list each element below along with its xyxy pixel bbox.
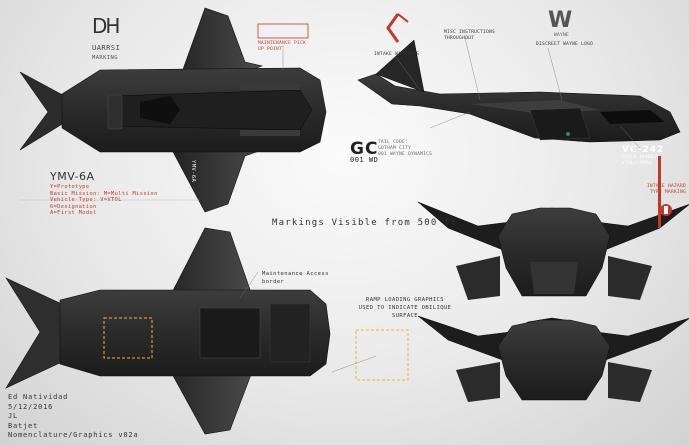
tail-code-line: TAIL CODE: bbox=[378, 140, 409, 145]
side-view-aircraft bbox=[357, 39, 681, 143]
credits-block: Ed Natividad 5/12/2016 JL Batjet Nomencl… bbox=[8, 393, 138, 441]
tail-code-block: TAIL CODE: GOTHAM CITY 001 WAYNE DYNAMIC… bbox=[378, 140, 432, 158]
ramp-loading-line: USED TO INDICATE OBILIQUE bbox=[358, 305, 452, 311]
logo-caption: MARKING bbox=[92, 55, 118, 61]
maintenance-pickup-label: MAINTENANCE PICK UP POINT bbox=[258, 41, 307, 52]
spec-line: Basic Mission: M=Multi Mission bbox=[50, 190, 158, 197]
wayne-logo-label: WAYNE bbox=[554, 33, 570, 38]
gc-badge-code: GC bbox=[350, 139, 379, 159]
access-border-box bbox=[103, 317, 153, 359]
front-view-aircraft-lower bbox=[417, 315, 689, 402]
front-view-aircraft-upper bbox=[417, 201, 689, 300]
intake-hazard-label: INTAKE HAZARD TYPE MARKING bbox=[646, 184, 686, 195]
credit-author: Ed Natividad bbox=[8, 393, 69, 401]
model-designation: YMV-6A bbox=[50, 170, 95, 183]
tail-code-line: GOTHAM CITY bbox=[378, 146, 412, 151]
ramp-loading-box bbox=[355, 329, 409, 381]
ramp-loading-line: RAMP LOADING GRAPHICS bbox=[366, 297, 444, 303]
ramp-loading-block: RAMP LOADING GRAPHICS USED TO INDICATE O… bbox=[340, 296, 470, 320]
spec-line: Vehicle Type: V=VTOL bbox=[50, 197, 122, 204]
leader-lines bbox=[20, 37, 641, 373]
build-number-code: VC-242 bbox=[622, 145, 665, 155]
wayne-logo-caption: DISCREET WAYNE LOGO bbox=[536, 42, 594, 47]
build-number-label: BUILD NUMBER bbox=[622, 155, 659, 160]
credit-initials: JL bbox=[8, 412, 19, 420]
logo-name: UARRSI bbox=[92, 44, 121, 52]
hazard-stripe bbox=[658, 156, 661, 228]
maintenance-access-label: Maintenance Access border bbox=[262, 271, 329, 285]
spec-list: Y=Prototype Basic Mission: M=Multi Missi… bbox=[50, 184, 158, 217]
spec-line: Y=Prototype bbox=[50, 184, 90, 190]
credit-version: Nomenclature/Graphics v02a bbox=[8, 431, 139, 439]
credit-date: 5/12/2016 bbox=[8, 402, 54, 411]
top-view-aircraft bbox=[19, 7, 327, 213]
logo-glyph: DH bbox=[92, 14, 120, 38]
build-number-detail: VTOL/CARRO bbox=[622, 161, 653, 166]
ramp-loading-line: SURFACE bbox=[392, 313, 418, 319]
wayne-logo-glyph: W bbox=[548, 8, 573, 33]
misc-instructions-label: MISC INSTRUCTIONS THROUGHOUT bbox=[444, 30, 496, 41]
spec-line: A=First Model bbox=[50, 210, 97, 217]
credit-project: Batjet bbox=[8, 421, 39, 430]
wing-model-text: YMV-6A bbox=[190, 160, 196, 183]
spec-line: 6=Designation bbox=[50, 203, 97, 210]
intake-warnings-label: INTAKE WARNINGS bbox=[374, 52, 420, 57]
intake-warning-chevron bbox=[386, 13, 400, 43]
gc-badge-sub: 001 WD bbox=[350, 156, 379, 164]
maintenance-pickup-box bbox=[257, 23, 309, 39]
tail-code-line: 001 WAYNE DYNAMICS bbox=[378, 152, 433, 157]
markings-visible-caption: Markings Visible from 500 ft bbox=[272, 218, 458, 228]
underside-view-aircraft bbox=[5, 227, 331, 435]
